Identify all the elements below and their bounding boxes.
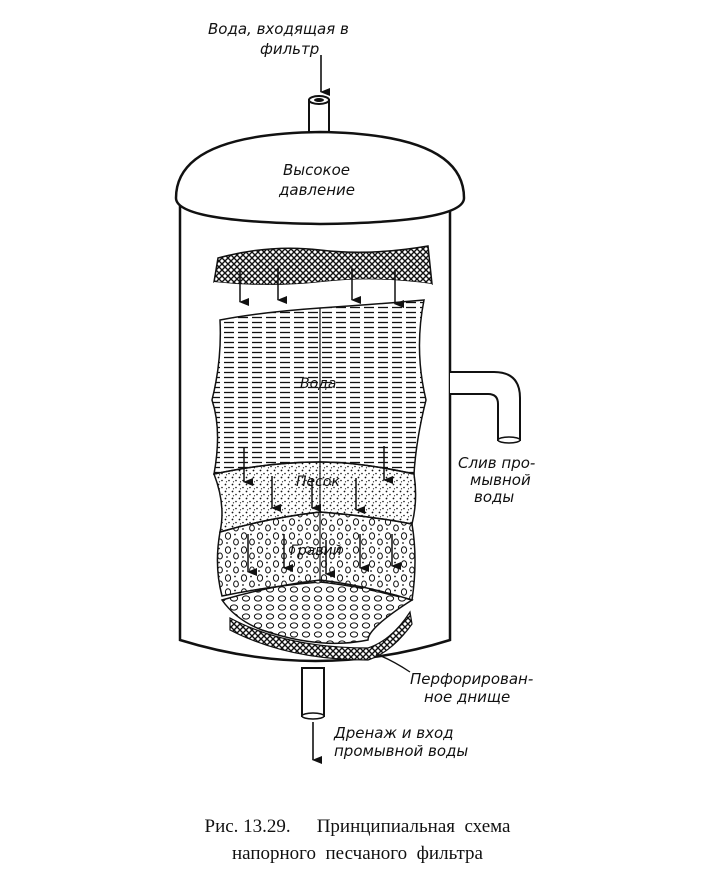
inlet-label-line2: фильтр (260, 40, 319, 58)
cutaway-layers (211, 245, 433, 661)
flow-arrows (239, 268, 404, 578)
backwash-label-line1: Слив про- (458, 454, 535, 472)
sand-label: Песок (296, 474, 340, 490)
water-label: Вода (300, 376, 336, 392)
figure-caption-line2: напорного песчаного фильтра (0, 843, 715, 865)
bottom-rim (229, 610, 413, 661)
perforated-bottom (220, 579, 414, 645)
drain-pipe (301, 667, 325, 720)
backwash-label-line3: воды (474, 488, 514, 506)
figure-caption-line1: Рис. 13.29. Принципиальная схема (0, 816, 715, 838)
drain-label-line2: промывной воды (334, 742, 468, 760)
perforated-bottom-label-line2: ное днище (424, 688, 510, 706)
figure-title-line2: напорного песчаного фильтра (232, 843, 483, 864)
figure-title-line1: Принципиальная схема (316, 816, 511, 837)
inlet-label-line1: Вода, входящая в (208, 20, 349, 38)
figure-number: Рис. 13.29. (204, 816, 291, 837)
perforated-bottom-label-line1: Перфорирован- (410, 670, 533, 688)
water-gap (214, 279, 432, 320)
gravel-label: Гравий (290, 543, 342, 559)
backwash-label-line2: мывной (470, 471, 531, 489)
pressure-label-line1: Высокое (283, 161, 350, 179)
pressure-label-line2: давление (278, 181, 355, 199)
bottom-leader-line (375, 653, 411, 673)
drain-label-line1: Дренаж и вход (333, 724, 454, 742)
scum-layer (213, 245, 433, 286)
water-layer (211, 299, 427, 475)
backwash-pipe (450, 371, 521, 444)
